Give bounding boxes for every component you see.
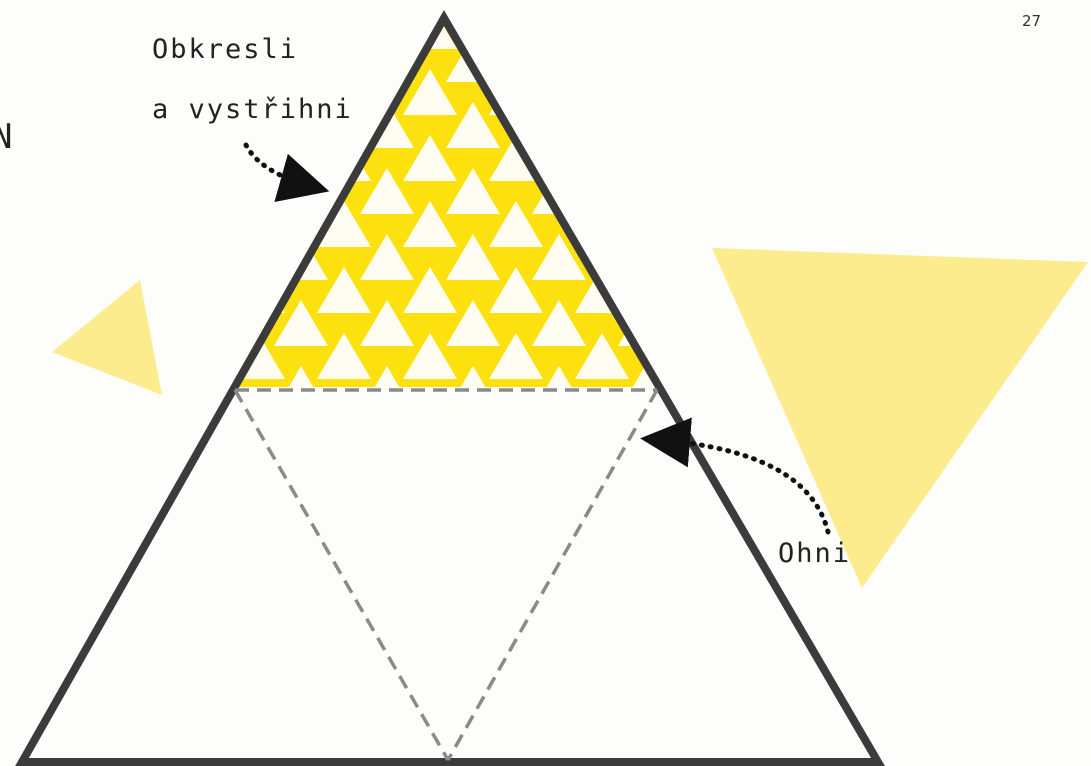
- cut-label-line1: Obkresli: [152, 34, 298, 65]
- fold-label: Ohni: [778, 538, 851, 569]
- fold-lines: [233, 388, 659, 761]
- fold-line-right: [446, 389, 659, 761]
- cut-label-line2: a vystřihni: [152, 94, 353, 125]
- fold-arrow: [640, 417, 831, 535]
- cut-outline-triangle: [15, 9, 885, 766]
- large-deco-triangle: [712, 248, 1088, 588]
- page-edge-letter: N: [0, 117, 14, 157]
- cut-arrow: [243, 142, 330, 202]
- small-deco-triangle: [52, 280, 162, 395]
- fold-line-left: [233, 389, 450, 761]
- patterned-top-panel: [235, 18, 657, 387]
- page-number: 27: [1022, 12, 1041, 30]
